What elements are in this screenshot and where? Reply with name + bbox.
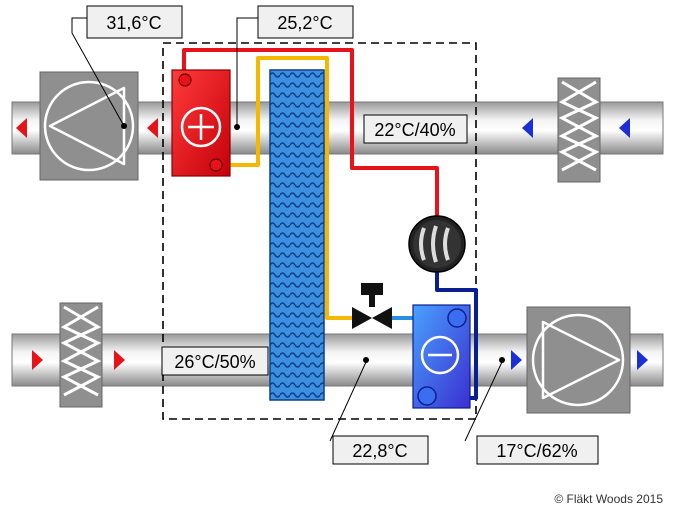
- label-after-cooler: 17°C/62%: [476, 435, 599, 465]
- supply-flow-arrows: [32, 350, 648, 370]
- hot-gas-pipe: [182, 48, 439, 218]
- label-heater-outlet-temp: 25,2°C: [257, 5, 354, 39]
- supply-filter-icon: [59, 302, 103, 408]
- copyright-text: © Fläkt Woods 2015: [554, 492, 663, 506]
- compressor-icon: [408, 215, 466, 273]
- heat-exchanger: [269, 69, 325, 401]
- leader-lines: [71, 17, 503, 442]
- plus-icon: [180, 106, 222, 148]
- minus-icon: [420, 335, 460, 375]
- measurement-points: [121, 123, 505, 363]
- room-air-text: 22°C/40%: [374, 120, 455, 140]
- liquid-pipe: [216, 56, 352, 320]
- label-outdoor-air: 26°C/50%: [161, 346, 269, 376]
- exhaust-filter-icon: [557, 77, 601, 183]
- cooler-coil: [412, 304, 471, 409]
- label-room-air: 22°C/40%: [363, 114, 468, 144]
- label-after-recovery-temp: 22,8°C: [332, 435, 429, 465]
- after-cooler-text: 17°C/62%: [496, 441, 577, 461]
- heater-coil: [171, 69, 231, 177]
- valve-icon: [352, 283, 392, 329]
- outdoor-air-text: 26°C/50%: [174, 352, 255, 372]
- supply-fan-icon: [526, 306, 631, 414]
- heater-outlet-temp-text: 25,2°C: [277, 13, 332, 33]
- exhaust-flow-arrows: [16, 118, 630, 138]
- unit-boundary: [162, 42, 477, 420]
- label-supply-temp: 31,6°C: [86, 5, 183, 39]
- supply-temp-text: 31,6°C: [106, 13, 161, 33]
- after-recovery-temp-text: 22,8°C: [352, 441, 407, 461]
